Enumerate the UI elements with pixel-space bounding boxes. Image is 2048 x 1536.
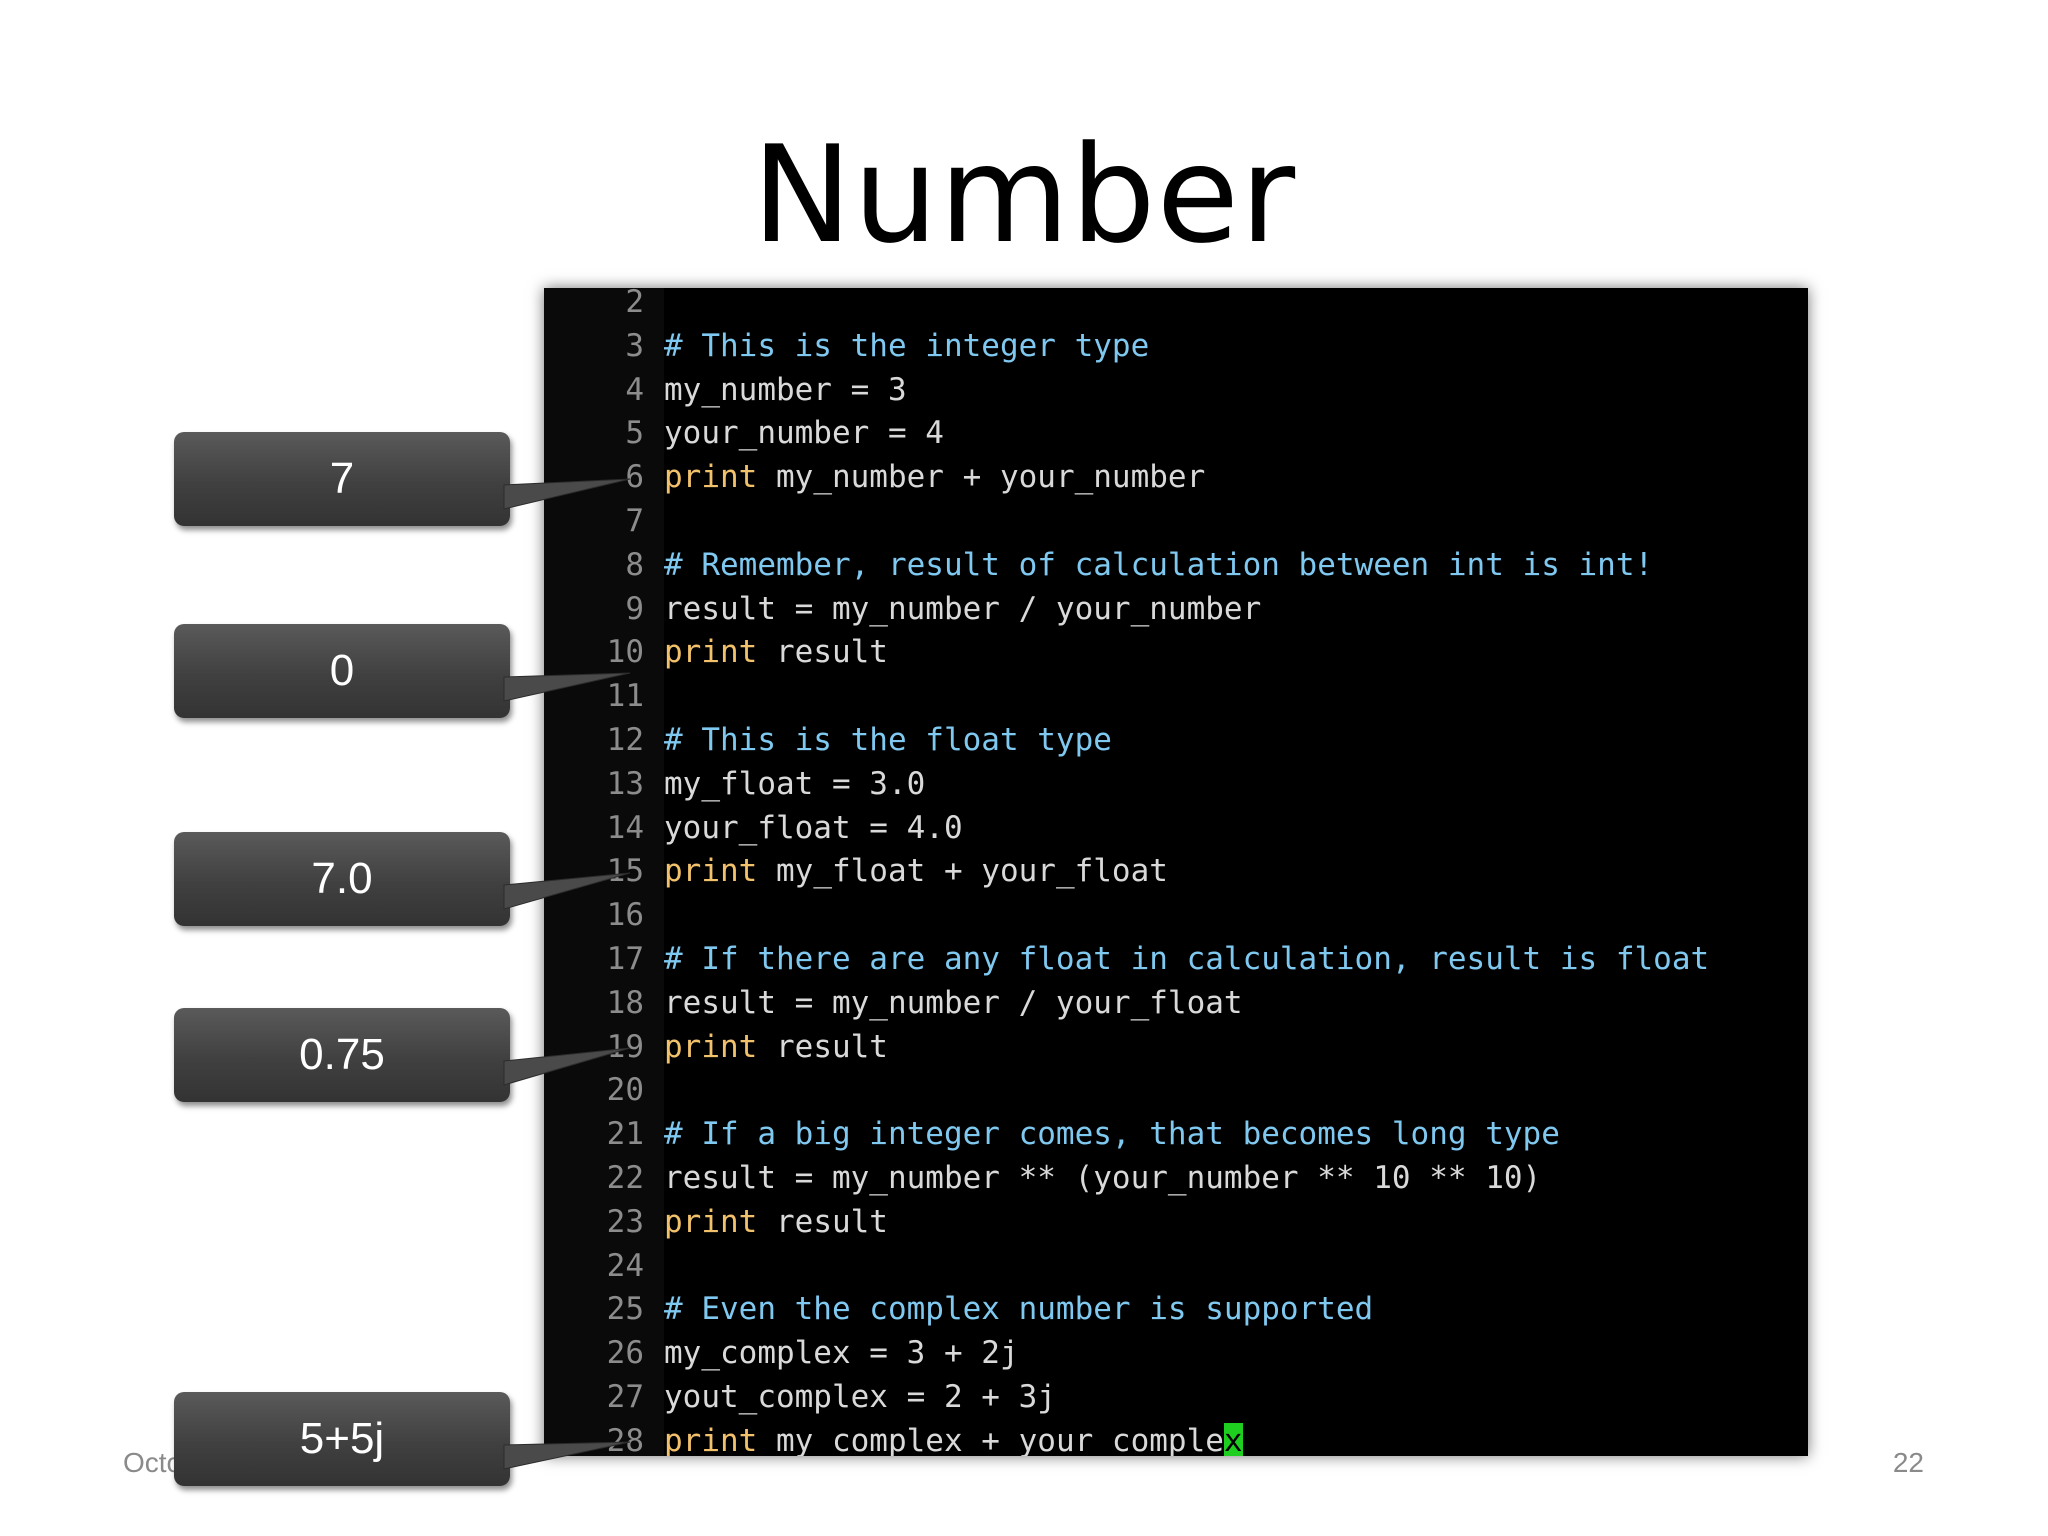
print-keyword: print [664,853,758,890]
code-text: your_float = 4.0 [664,809,963,846]
code-line: 19 print result [544,1025,1808,1069]
code-line: 13 my_float = 3.0 [544,762,1808,806]
code-line: 7 [544,499,1808,543]
code-text: my_number = 3 [664,371,907,408]
code-line: 3 # This is the integer type [544,324,1808,368]
line-number: 15 [606,853,644,890]
code-line: 14 your_float = 4.0 [544,806,1808,850]
code-line: 4 my_number = 3 [544,368,1808,412]
slide-title: Number [751,117,1297,273]
line-number: 11 [606,678,644,715]
code-line: 18 result = my_number / your_float [544,981,1808,1025]
line-number: 12 [606,722,644,758]
line-number: 16 [606,897,644,934]
line-number: 20 [606,1072,644,1109]
line-number: 28 [606,1422,644,1456]
print-keyword: print [664,634,758,671]
callout-label: 7.0 [311,854,373,903]
code-line: 9 result = my_number / your_number [544,587,1808,631]
line-number: 17 [606,941,644,977]
code-text: result = my_number ** (your_number ** 10… [664,1160,1542,1196]
code-text: your_number = 4 [664,415,944,452]
code-text: result = my_number / your_float [664,984,1243,1021]
line-number: 6 [625,459,644,496]
code-line: 21 # If a big integer comes, that becomes… [544,1112,1808,1156]
line-number: 2 [625,288,644,320]
output-callout-line-28: 5+5j [174,1392,510,1486]
code-text: print my_number + your_number [664,459,1206,496]
code-line: 24 [544,1244,1808,1288]
line-number: 23 [606,1203,644,1240]
code-line: 10 print result [544,630,1808,674]
output-callout-line-15: 7.0 [174,832,510,926]
code-line: 16 [544,893,1808,937]
line-number: 25 [606,1291,644,1328]
line-number: 19 [606,1028,644,1065]
callout-label: 0.75 [299,1030,385,1079]
callout-label: 0 [329,646,355,695]
callout-label: 7 [329,454,355,503]
print-keyword: print [664,1028,758,1065]
output-callout-line-19: 0.75 [174,1008,510,1102]
code-line: 27 yout_complex = 2 + 3j [544,1375,1808,1419]
line-number: 8 [625,546,644,583]
code-line: 17 # If there are any float in calculatio… [544,937,1808,981]
code-line: 26 my_complex = 3 + 2j [544,1331,1808,1375]
text-cursor: x [1223,1422,1243,1456]
code-line: 28 print my_complex + your_complex [544,1419,1808,1456]
code-text: # If a big integer comes, that becomes l… [664,1116,1560,1153]
code-text: # Even the complex number is supported [664,1291,1374,1328]
code-text: print my_float + your_float [664,853,1168,890]
line-number: 22 [606,1160,644,1196]
code-text: # If there are any float in calculation,… [664,941,1710,977]
code-line: 2 [544,288,1808,324]
code-text: print result [664,1203,888,1240]
line-number: 18 [606,984,644,1021]
line-number: 14 [606,809,644,846]
line-number: 24 [606,1247,644,1284]
code-line: 20 [544,1068,1808,1112]
line-number: 10 [606,634,644,671]
code-text: # Remember, result of calculation betwee… [664,546,1654,583]
print-keyword: print [664,459,758,496]
line-number: 21 [606,1116,644,1153]
callout-label: 5+5j [299,1414,385,1463]
code-text: my_float = 3.0 [664,765,926,802]
code-line: 15 print my_float + your_float [544,849,1808,893]
code-line: 6 print my_number + your_number [544,455,1808,499]
code-text: # This is the float type [664,722,1112,758]
code-line: 8 # Remember, result of calculation betwe… [544,543,1808,587]
code-line: 12 # This is the float type [544,718,1808,762]
code-line: 5 your_number = 4 [544,411,1808,455]
output-callout-line-11: 0 [174,624,510,718]
print-keyword: print [664,1422,758,1456]
page-number: 22 [1892,1447,1924,1478]
line-number: 3 [625,327,644,364]
line-number: 27 [606,1379,644,1415]
print-keyword: print [664,1203,758,1240]
code-text: result = my_number / your_number [664,590,1262,627]
code-line: 23 print result [544,1200,1808,1244]
line-number: 4 [625,371,644,408]
code-line: 11 [544,674,1808,718]
line-number: 13 [606,765,644,802]
code-text: print result [664,1028,888,1065]
line-number: 7 [625,503,644,539]
code-text: yout_complex = 2 + 3j [664,1379,1056,1415]
code-line: 22 result = my_number ** (your_number ** … [544,1156,1808,1200]
code-text: my_complex = 3 + 2j [664,1335,1019,1372]
line-number: 9 [625,590,644,627]
code-text: print result [664,634,888,671]
line-number: 5 [625,415,644,452]
code-line: 25 # Even the complex number is supported [544,1287,1808,1331]
code-text: # This is the integer type [664,327,1150,364]
line-number: 26 [606,1335,644,1372]
code-text: print my_complex + your_complex [664,1419,1243,1456]
output-callout-line-6: 7 [174,432,510,526]
